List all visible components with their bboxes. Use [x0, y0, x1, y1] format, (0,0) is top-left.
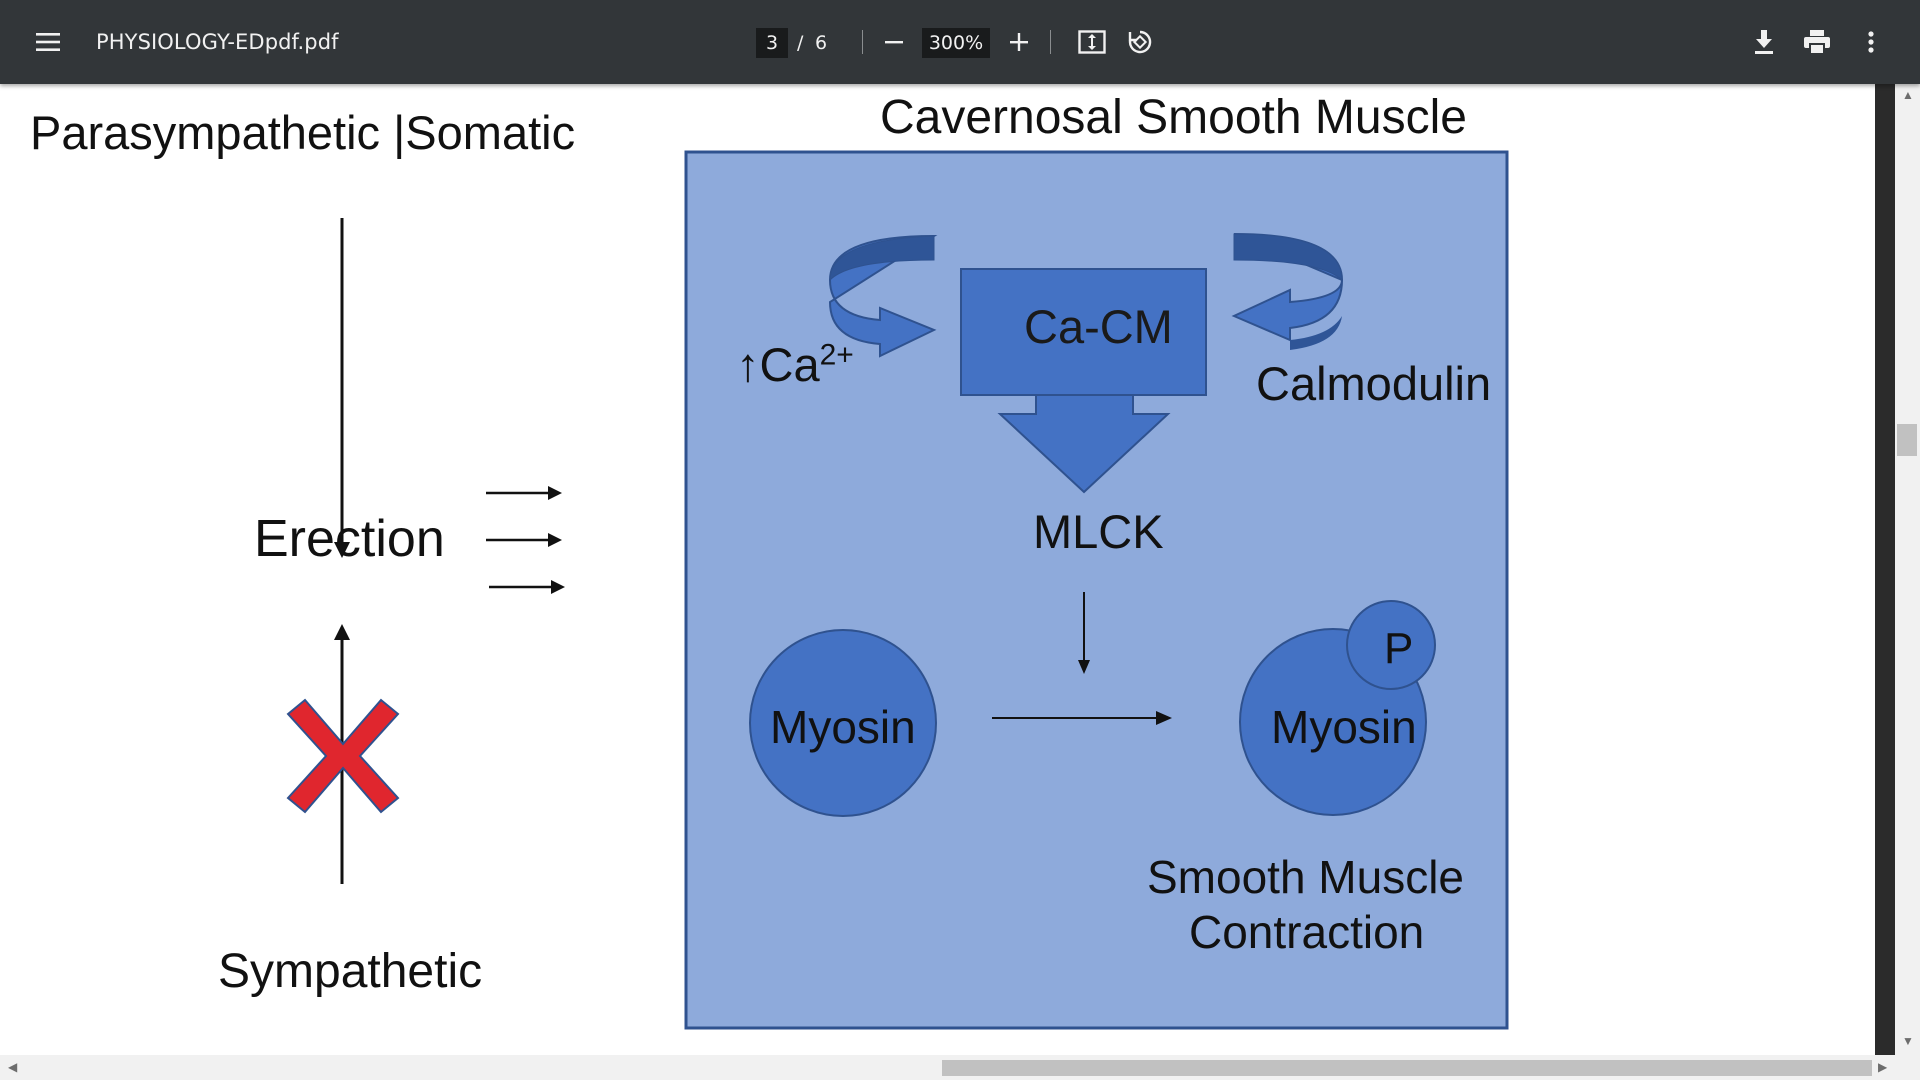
menu-icon[interactable] [30, 24, 66, 60]
rotate-button[interactable] [1122, 24, 1158, 60]
horizontal-scroll-thumb[interactable] [942, 1060, 1872, 1076]
toolbar-divider [862, 30, 863, 54]
zoom-level-input[interactable]: 300% [922, 28, 990, 58]
myosin-circle [749, 629, 937, 817]
result-label-line1: Smooth Muscle [1147, 851, 1465, 903]
phosphorylation-arrow [992, 711, 1172, 725]
scroll-right-arrow-icon[interactable]: ▶ [1878, 1060, 1888, 1074]
inhibition-cross-icon [286, 698, 400, 814]
erection-arrows [486, 486, 565, 594]
page-count: 6 [815, 32, 828, 54]
toolbar-divider [1050, 30, 1051, 54]
mlck-label: MLCK [1033, 505, 1164, 558]
fit-page-button[interactable] [1074, 24, 1110, 60]
slide-diagram [286, 150, 1509, 1030]
scroll-up-arrow-icon[interactable]: ▲ [1902, 88, 1914, 102]
left-heading: Parasympathetic |Somatic [30, 106, 576, 159]
download-icon [1755, 30, 1773, 54]
scroll-down-arrow-icon[interactable]: ▼ [1902, 1034, 1914, 1048]
fit-to-page-icon [1078, 30, 1106, 54]
plus-icon [1010, 33, 1028, 51]
phosphate-label: P [1384, 624, 1414, 673]
calcium-charge: 2+ [819, 338, 854, 372]
result-label-line2: Contraction [1189, 906, 1425, 958]
mlck-arrow [1078, 592, 1090, 674]
scrollbar-gutter [1875, 84, 1895, 1055]
page-separator: / [797, 32, 804, 54]
vertical-scrollbar[interactable]: ▲ ▼ [1875, 84, 1920, 1055]
zoom-in-button[interactable] [1001, 24, 1037, 60]
print-button[interactable] [1799, 24, 1835, 60]
calmodulin-label: Calmodulin [1256, 357, 1492, 410]
vertical-scroll-thumb[interactable] [1897, 424, 1917, 456]
page-number-input[interactable]: 3 [756, 28, 788, 58]
box-title: Cavernosal Smooth Muscle [880, 91, 1467, 144]
ca-cm-label: Ca-CM [1024, 300, 1173, 353]
calcium-symbol: Ca [759, 338, 820, 391]
curved-arrow-left-icon [828, 234, 938, 358]
myosin-p-label: Myosin [1271, 701, 1417, 753]
download-button[interactable] [1746, 24, 1782, 60]
myosin-label: Myosin [770, 701, 916, 753]
document-title: PHYSIOLOGY-EDpdf.pdf [96, 30, 339, 54]
sympathetic-label: Sympathetic [218, 945, 483, 998]
more-options-button[interactable] [1853, 24, 1889, 60]
scroll-left-arrow-icon[interactable]: ◀ [8, 1060, 18, 1074]
increase-arrow-glyph: ↑ [736, 338, 760, 391]
more-vertical-icon [1868, 31, 1874, 53]
ca-cm-block-arrow [960, 268, 1207, 494]
print-icon [1804, 30, 1830, 55]
down-arrow [334, 218, 350, 558]
zoom-out-button[interactable] [876, 24, 912, 60]
phosphate-circle [1346, 600, 1436, 690]
minus-icon [885, 41, 903, 44]
rotate-counterclockwise-icon [1128, 30, 1152, 54]
pdf-toolbar: PHYSIOLOGY-EDpdf.pdf 3 / 6 300% [0, 0, 1920, 84]
horizontal-scrollbar[interactable]: ◀ ▶ [0, 1055, 1920, 1080]
calcium-label: ↑Ca2+ [736, 337, 854, 392]
erection-label: Erection [254, 510, 445, 568]
pdf-page-viewport[interactable]: Parasympathetic |Somatic [0, 84, 1875, 1055]
curved-arrow-right-icon [1231, 233, 1344, 350]
